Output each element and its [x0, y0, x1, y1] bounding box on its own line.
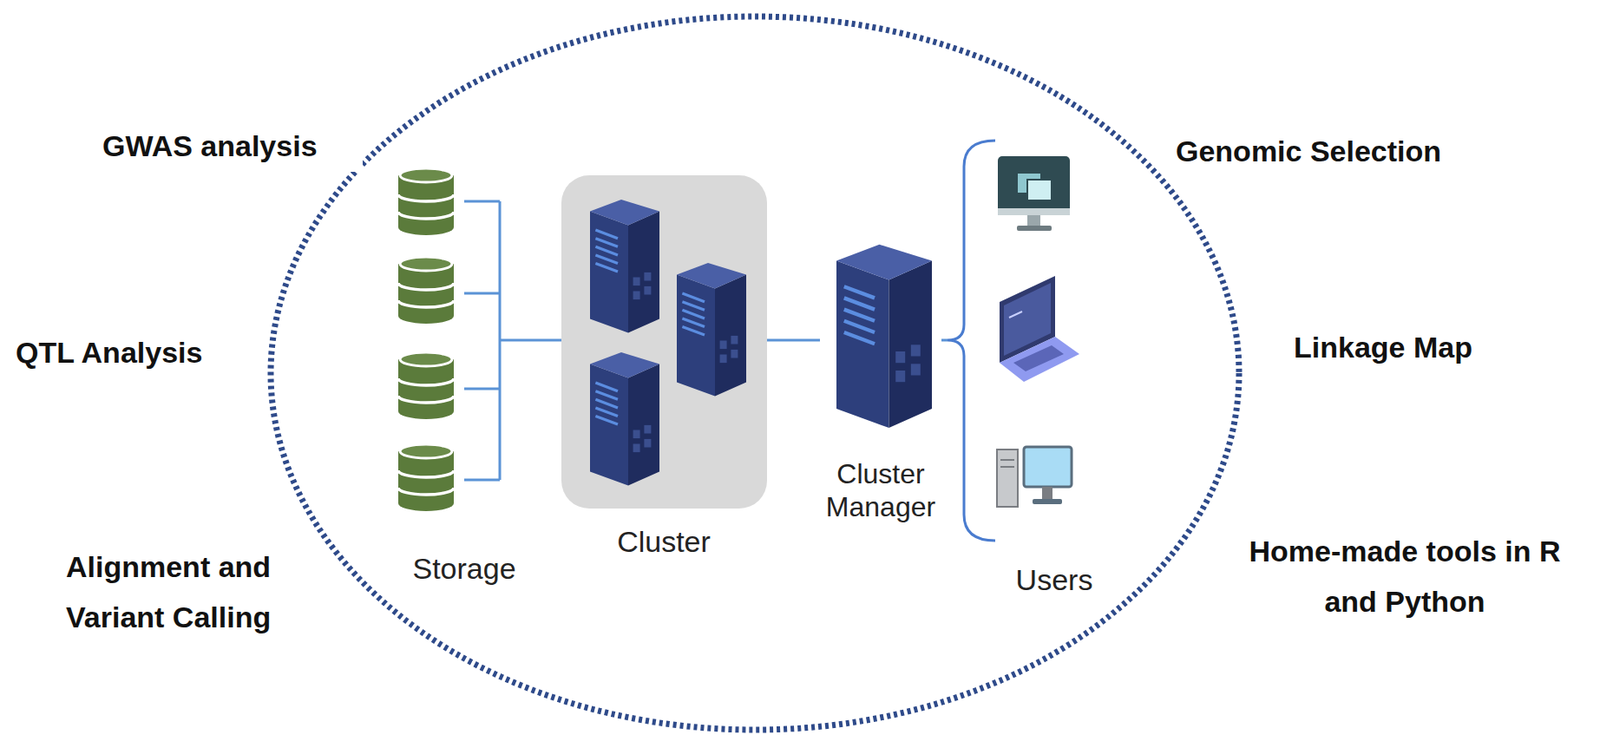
desktop-icon — [996, 446, 1072, 507]
storage-bracket — [464, 201, 521, 480]
analysis-label: GWAS analysis — [102, 121, 363, 172]
node-label: Storage — [407, 550, 521, 587]
connector-line — [520, 339, 562, 342]
node-label: Users — [977, 562, 1132, 598]
cluster-box: Cluster — [561, 175, 768, 564]
connector-line — [941, 339, 948, 342]
storage-icons — [398, 168, 454, 512]
analysis-label: Genomic Selection — [1175, 126, 1506, 178]
laptop-icon — [999, 275, 1080, 382]
manager-server — [836, 244, 932, 428]
node-label: Cluster — [561, 524, 768, 560]
connector-line — [767, 339, 820, 342]
cluster-servers — [590, 199, 747, 486]
manager-box: Cluster Manager — [819, 229, 942, 543]
monitor-icon — [997, 156, 1070, 231]
node-label: Cluster Manager — [819, 457, 942, 525]
analysis-label: Linkage Map — [1293, 322, 1555, 374]
analysis-label: Alignment and Variant Calling — [65, 542, 318, 643]
users-bracket — [947, 140, 996, 541]
boundary-ellipse — [270, 16, 1240, 730]
users-group: Users — [947, 138, 1102, 608]
cluster-panel — [561, 175, 768, 509]
analysis-label: Home-made tools in R and Python — [1222, 526, 1587, 628]
storage-group: Storage — [407, 164, 521, 591]
analysis-label: QTL Analysis — [15, 327, 259, 379]
